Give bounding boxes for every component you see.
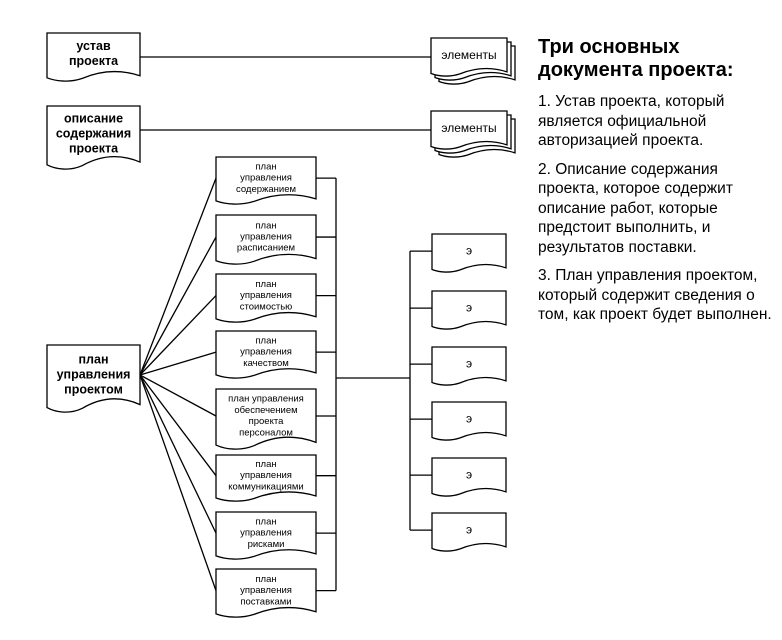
element-doc-2-label-line: э — [466, 300, 472, 314]
subsidiary-plan-1-label-line: содержанием — [236, 184, 296, 195]
subsidiary-plan-5-label-line: проекта — [249, 416, 285, 427]
subsidiary-plan-4-label-line: управления — [240, 347, 292, 358]
project-charter-doc-label-line: устав — [76, 39, 111, 53]
document-nodes: уставпроектаописаниесодержанияпроектапла… — [46, 32, 516, 618]
subsidiary-plan-7-label-line: рисками — [248, 539, 285, 550]
subsidiary-plan-5-label-line: персоналом — [239, 427, 293, 438]
scope-statement-doc-label-line: описание — [64, 111, 123, 125]
element-doc-5: э — [431, 457, 507, 497]
connector-lines — [139, 56, 432, 592]
subsidiary-plan-3-label-line: управления — [240, 290, 292, 301]
scope-elements-stack-label: элементы — [441, 121, 496, 135]
scope-statement-doc-label-line: проекта — [69, 141, 119, 155]
element-doc-2: э — [431, 290, 507, 330]
subsidiary-plan-4-label-line: план — [255, 335, 276, 346]
subsidiary-plan-8-label-line: поставками — [240, 596, 291, 607]
subsidiary-plan-8-label-line: управления — [240, 585, 292, 596]
element-doc-1: э — [431, 233, 507, 273]
project-management-plan-doc-label-line: проектом — [64, 382, 123, 396]
sidebar-title: Три основных документа проекта: — [538, 36, 734, 81]
subsidiary-plan-6-label-line: план — [255, 459, 276, 470]
subsidiary-plan-5-label-line: обеспечением — [234, 405, 297, 416]
sidebar-item-charter: 1. Устав проекта, который является офици… — [538, 93, 725, 149]
charter-elements-stack: элементы — [430, 37, 516, 85]
sidebar-item-plan: 3. План управления проектом, который сод… — [538, 267, 772, 323]
element-doc-4-label-line: э — [466, 411, 472, 425]
subsidiary-plan-5: план управленияобеспечениемпроектаперсон… — [215, 388, 317, 450]
project-management-plan-doc-label-line: план — [79, 352, 109, 366]
subsidiary-plan-1-label-line: план — [255, 161, 276, 172]
charter-elements-stack-label: элементы — [441, 48, 496, 62]
subsidiary-plan-8-label-line: план — [255, 574, 276, 585]
element-doc-4: э — [431, 401, 507, 441]
element-doc-6: э — [431, 512, 507, 552]
subsidiary-plan-2-label-line: план — [255, 220, 276, 231]
subsidiary-plan-6-label-line: управления — [240, 470, 292, 481]
subsidiary-plan-1-label-line: управления — [240, 173, 292, 184]
subsidiary-plan-2-label-line: управления — [240, 232, 292, 243]
subsidiary-plan-4-label-line: качеством — [243, 358, 289, 369]
subsidiary-plan-7-label-line: управления — [240, 528, 292, 539]
subsidiary-plan-5-label-line: план управления — [228, 394, 304, 405]
project-charter-doc-label-line: проекта — [69, 54, 119, 68]
scope-elements-stack: элементы — [430, 110, 516, 158]
element-doc-6-label-line: э — [466, 522, 472, 536]
sidebar-text: Три основных документа проекта: 1. Устав… — [538, 36, 778, 334]
subsidiary-plan-2-label-line: расписанием — [237, 243, 295, 254]
element-doc-5-label-line: э — [466, 467, 472, 481]
scope-statement-doc-label-line: содержания — [56, 126, 131, 140]
element-doc-3: э — [431, 346, 507, 386]
subsidiary-plan-7-label-line: план — [255, 516, 276, 527]
project-management-plan-doc-label-line: управления — [57, 367, 131, 381]
sidebar-item-scope: 2. Описание содержания проекта, которое … — [538, 160, 733, 256]
subsidiary-plan-6-label-line: коммуникациями — [228, 481, 303, 492]
element-doc-3-label-line: э — [466, 356, 472, 370]
element-doc-1-label-line: э — [466, 243, 472, 257]
subsidiary-plan-3-label-line: стоимостью — [240, 301, 293, 312]
subsidiary-plan-3-label-line: план — [255, 279, 276, 290]
document-hierarchy-diagram: уставпроектаописаниесодержанияпроектапла… — [46, 32, 516, 618]
